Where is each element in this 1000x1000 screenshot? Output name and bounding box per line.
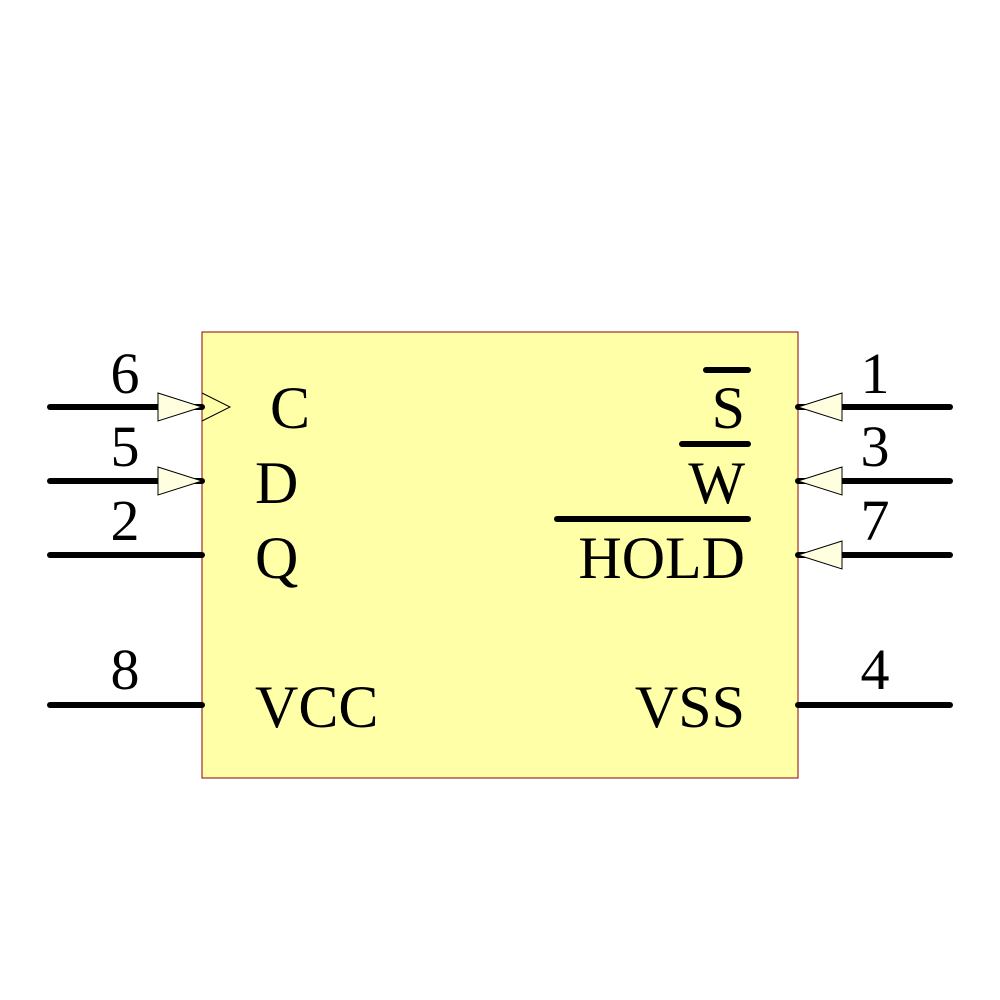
pin-7-hold: 7 HOLD — [554, 488, 953, 591]
pin-7-label: HOLD — [578, 525, 745, 591]
pin-3-label: W — [688, 450, 745, 516]
pin-5-label: D — [255, 450, 298, 516]
pin-6-label: C — [270, 375, 310, 441]
pin-1-number: 1 — [861, 341, 890, 406]
pin-8-number: 8 — [111, 637, 140, 702]
pin-6-number: 6 — [111, 341, 140, 406]
pin-2-q: 2 Q — [47, 488, 298, 591]
pin-7-number: 7 — [861, 488, 890, 553]
pin-5-d: 5 D — [47, 414, 298, 516]
pin-5-number: 5 — [111, 414, 140, 479]
pin-3-input-arrow — [796, 466, 843, 496]
pin-4-vss: 4 VSS — [635, 637, 953, 740]
pin-6-c: 6 C — [47, 341, 310, 441]
pin-3-number: 3 — [861, 414, 890, 479]
pin-2-label: Q — [255, 525, 298, 591]
pin-1-input-arrow — [796, 392, 843, 422]
pin-4-label: VSS — [635, 674, 745, 740]
pin-5-input-arrow — [157, 466, 204, 496]
pin-1-s: 1 S — [703, 341, 953, 441]
pin-8-label: VCC — [255, 674, 378, 740]
pin-6-input-arrow — [157, 392, 204, 422]
pin-1-label: S — [712, 375, 745, 441]
pin-3-w: 3 W — [679, 414, 953, 516]
pin-4-number: 4 — [861, 637, 890, 702]
clock-indicator-icon — [201, 392, 232, 422]
pin-2-number: 2 — [111, 488, 140, 553]
ic-body — [201, 331, 799, 779]
pin-7-input-arrow — [796, 540, 843, 570]
pin-8-vcc: 8 VCC — [47, 637, 378, 740]
